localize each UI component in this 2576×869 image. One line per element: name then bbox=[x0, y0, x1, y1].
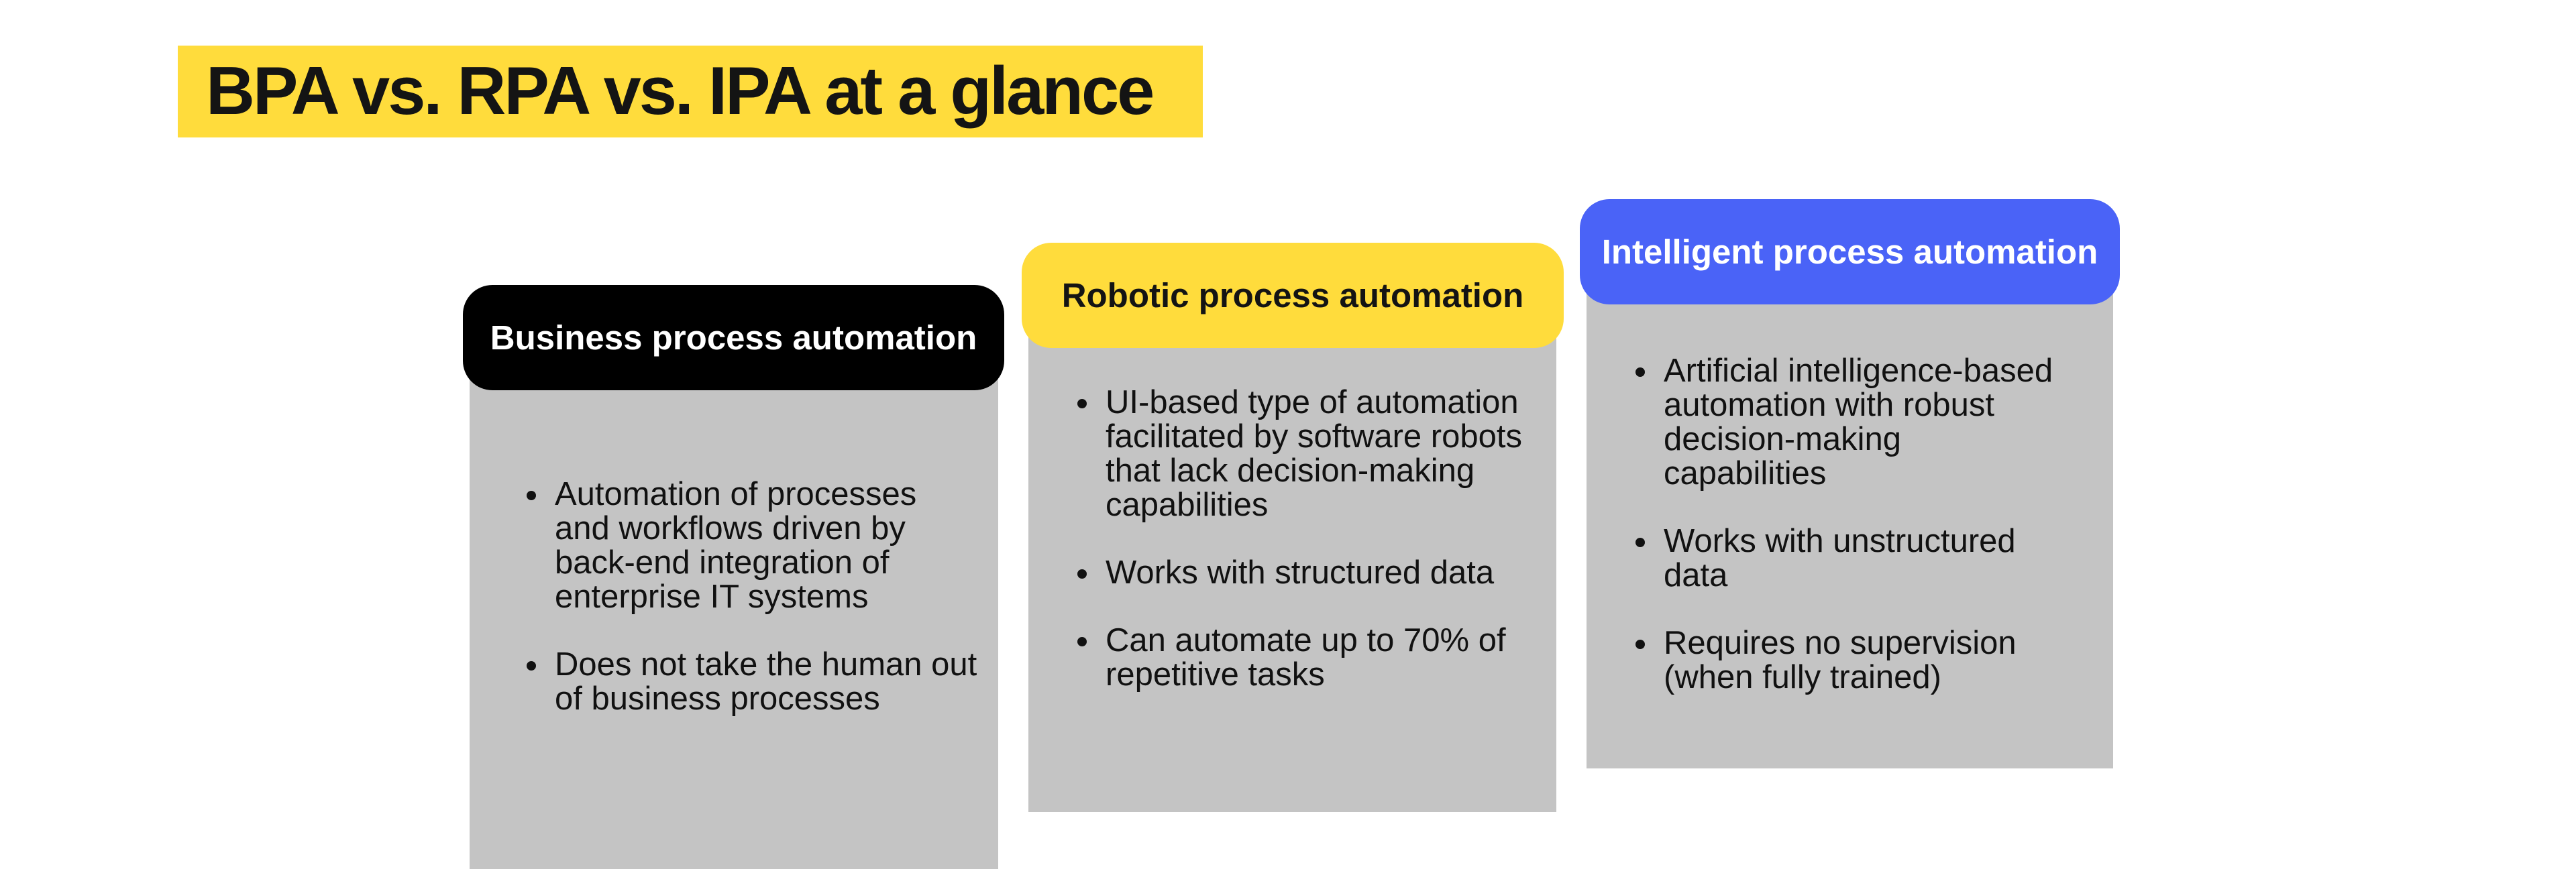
list-item: UI-based type of automation facilitated … bbox=[1077, 384, 1535, 523]
bullet-text: Requires no supervision (when fully trai… bbox=[1664, 625, 2017, 695]
bpa-card-body bbox=[470, 349, 998, 869]
bullet-text: Does not take the human out of business … bbox=[555, 646, 977, 717]
bullet-text: Works with unstructured data bbox=[1664, 523, 2016, 593]
bullet-text: Artificial intelligence-based automation… bbox=[1664, 353, 2053, 491]
bpa-card-title: Business process automation bbox=[490, 318, 977, 357]
bullet-icon bbox=[1635, 538, 1645, 547]
list-item: Requires no supervision (when fully trai… bbox=[1635, 625, 2066, 695]
bullet-text: UI-based type of automation facilitated … bbox=[1106, 384, 1522, 523]
rpa-card-header: Robotic process automation bbox=[1022, 243, 1564, 348]
rpa-card-title: Robotic process automation bbox=[1061, 276, 1524, 314]
bullet-icon bbox=[1077, 569, 1087, 579]
list-item: Works with unstructured data bbox=[1635, 523, 2066, 593]
rpa-card-body bbox=[1028, 305, 1556, 812]
bpa-card-header: Business process automation bbox=[463, 285, 1004, 390]
bullet-icon bbox=[527, 661, 536, 671]
bullet-icon bbox=[1635, 367, 1645, 377]
list-item: Artificial intelligence-based automation… bbox=[1635, 353, 2066, 491]
bullet-icon bbox=[1077, 399, 1087, 408]
ipa-card-title: Intelligent process automation bbox=[1601, 233, 2098, 271]
bullet-text: Automation of processes and workflows dr… bbox=[555, 476, 917, 615]
list-item: Automation of processes and workflows dr… bbox=[527, 476, 977, 615]
bullet-text: Can automate up to 70% of repetitive tas… bbox=[1106, 622, 1506, 693]
bullet-icon bbox=[527, 491, 536, 500]
rpa-bullet-list: UI-based type of automation facilitated … bbox=[1077, 384, 1535, 726]
ipa-card-header: Intelligent process automation bbox=[1580, 199, 2120, 304]
ipa-bullet-list: Artificial intelligence-based automation… bbox=[1635, 353, 2066, 728]
list-item: Does not take the human out of business … bbox=[527, 646, 977, 717]
bpa-bullet-list: Automation of processes and workflows dr… bbox=[527, 476, 977, 750]
title-banner: BPA vs. RPA vs. IPA at a glance bbox=[178, 46, 1203, 137]
bullet-icon bbox=[1077, 637, 1087, 646]
bullet-icon bbox=[1635, 640, 1645, 649]
page-title: BPA vs. RPA vs. IPA at a glance bbox=[206, 54, 1155, 129]
list-item: Works with structured data bbox=[1077, 555, 1535, 591]
bullet-text: Works with structured data bbox=[1106, 555, 1495, 591]
ipa-card-body bbox=[1587, 262, 2113, 768]
list-item: Can automate up to 70% of repetitive tas… bbox=[1077, 622, 1535, 693]
